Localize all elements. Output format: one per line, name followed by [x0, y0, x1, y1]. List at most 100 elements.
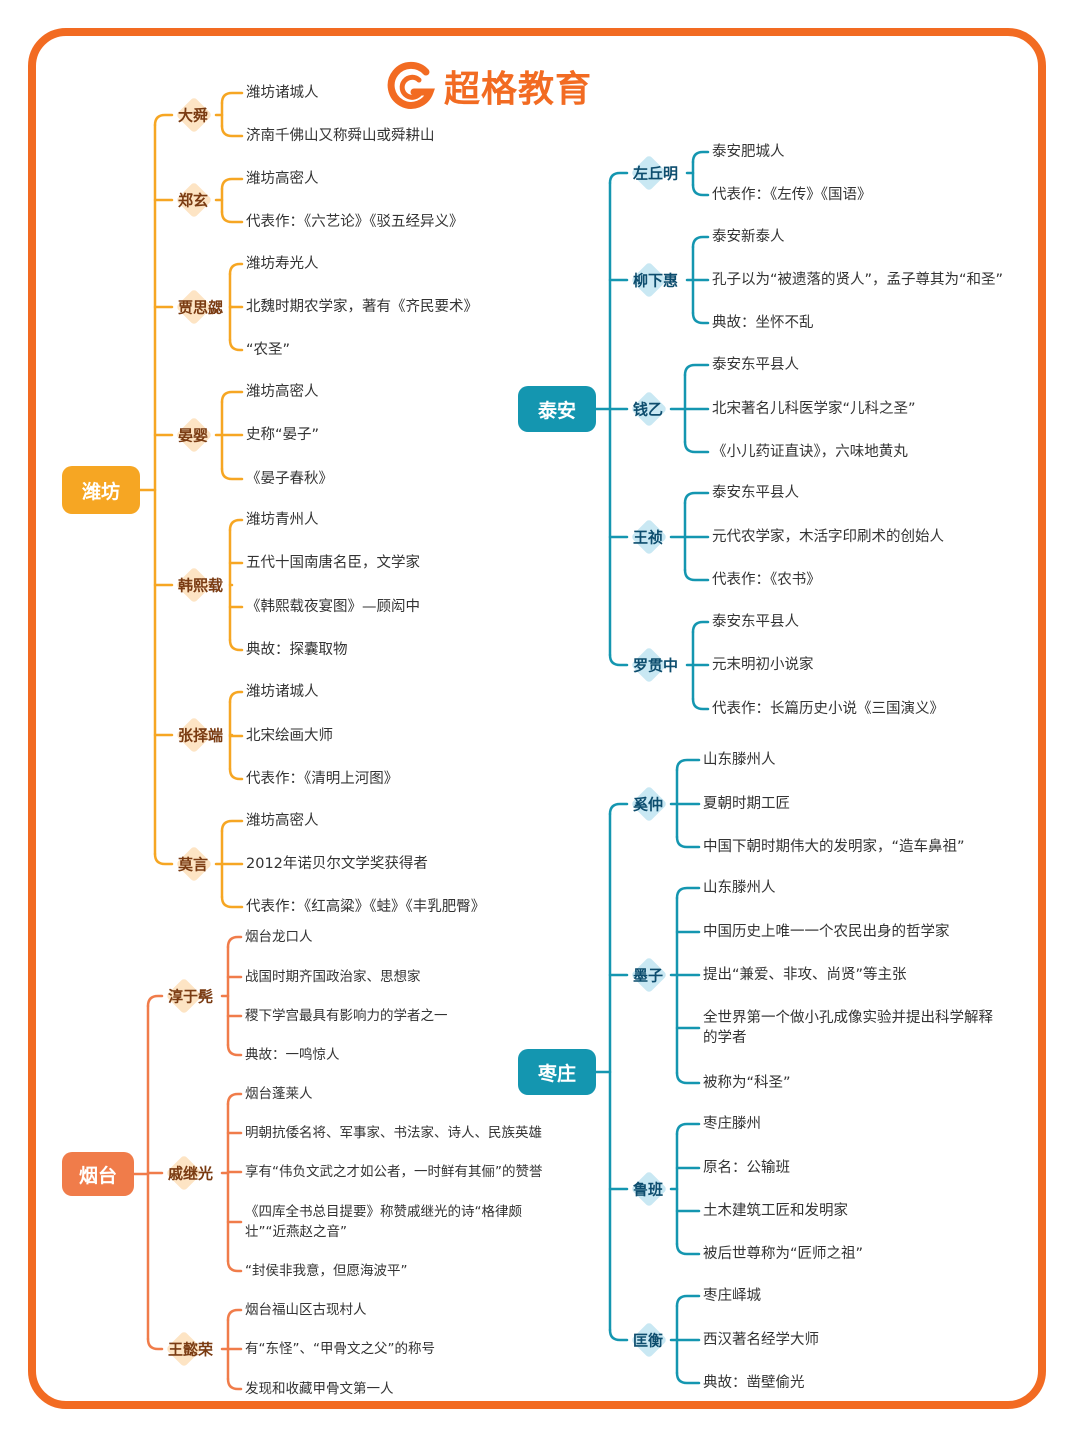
- fact-connector: [220, 177, 244, 191]
- fact-item: “农圣”: [246, 342, 291, 358]
- branch-taian: [608, 653, 629, 667]
- branch-yantai: [146, 1337, 164, 1351]
- branch-taian: [608, 171, 629, 185]
- fact-connector: [228, 690, 244, 704]
- person-node-zaozhuang-2: 鲁班: [633, 1180, 664, 1199]
- fact-item: 北宋著名儿科医学家“儿科之圣”: [712, 401, 916, 417]
- root-node-taian: 泰安: [518, 386, 596, 432]
- fact-item: 枣庄峄城: [703, 1288, 761, 1304]
- fact-item: 烟台福山区古现村人: [245, 1302, 367, 1318]
- person-node-zaozhuang-3: 匡衡: [633, 1331, 664, 1350]
- fact-item: 潍坊高密人: [246, 813, 319, 829]
- fact-connector: [226, 1092, 243, 1106]
- brand-logo-icon: [387, 61, 435, 109]
- fact-connector: [683, 568, 710, 582]
- fact-connector: [691, 150, 710, 164]
- fact-connector: [675, 758, 701, 772]
- person-node-weifang-0: 大舜: [178, 106, 209, 125]
- fact-connector: [220, 819, 244, 833]
- fact-item: 代表作：《农书》: [712, 572, 821, 588]
- fact-item: 代表作：长篇历史小说《三国演义》: [712, 701, 944, 717]
- fact-connector: [691, 311, 710, 325]
- branch-zaozhuang: [608, 802, 629, 816]
- person-node-weifang-2: 贾思勰: [178, 298, 224, 317]
- fact-item: 原名：公输班: [703, 1160, 790, 1176]
- fact-connector: [675, 1122, 701, 1136]
- branch-weifang: [153, 113, 174, 127]
- fact-item: 战国时期齐国政治家、思想家: [245, 969, 421, 985]
- person-node-taian-0: 左丘明: [633, 164, 679, 183]
- fact-connector: [691, 235, 710, 249]
- fact-item: 《晏子春秋》: [246, 471, 333, 487]
- fact-item: 北宋绘画大师: [246, 728, 333, 744]
- person-node-taian-4: 罗贯中: [633, 656, 679, 675]
- fact-item: 代表作：《左传》《国语》: [712, 187, 872, 203]
- fact-item: 被称为“科圣”: [703, 1075, 791, 1091]
- person-node-taian-2: 钱乙: [633, 400, 664, 419]
- fact-connector: [228, 767, 244, 781]
- fact-connector: [220, 467, 244, 481]
- fact-item: 有“东怪”、“甲骨文之父”的称号: [245, 1341, 435, 1357]
- root-node-weifang: 潍坊: [62, 466, 140, 514]
- fact-item: 泰安东平县人: [712, 614, 799, 630]
- fact-connector: [228, 518, 244, 532]
- person-node-weifang-5: 张择端: [178, 726, 224, 745]
- fact-item: 泰安东平县人: [712, 357, 799, 373]
- fact-item: 全世界第一个做小孔成像实验并提出科学解释的学者: [703, 1010, 993, 1046]
- fact-item: 中国历史上唯一一个农民出身的哲学家: [703, 924, 950, 940]
- fact-connector: [220, 210, 244, 224]
- fact-item: 山东滕州人: [703, 752, 776, 768]
- fact-item: 典故：坐怀不乱: [712, 315, 814, 331]
- fact-connector: [220, 895, 244, 909]
- fact-item: 枣庄滕州: [703, 1116, 761, 1132]
- fact-connector: [675, 835, 701, 849]
- fact-connector: [683, 491, 710, 505]
- fact-item: 典故：一鸣惊人: [245, 1047, 340, 1063]
- fact-item: 济南千佛山又称舜山或舜耕山: [246, 128, 435, 144]
- fact-item: 典故：凿壁偷光: [703, 1375, 805, 1391]
- fact-connector: [683, 363, 710, 377]
- fact-item: 提出“兼爱、非攻、尚贤”等主张: [703, 967, 907, 983]
- person-node-weifang-4: 韩熙载: [178, 576, 224, 595]
- fact-connector: [226, 935, 243, 949]
- fact-item: 泰安新泰人: [712, 229, 785, 245]
- fact-connector: [675, 1294, 701, 1308]
- brand-name: 超格教育: [444, 69, 593, 110]
- fact-item: “封侯非我意，但愿海波平”: [245, 1263, 408, 1279]
- fact-connector: [220, 91, 244, 105]
- fact-connector: [675, 1371, 701, 1385]
- fact-item: 史称“晏子”: [246, 427, 320, 443]
- person-node-weifang-6: 莫言: [178, 855, 209, 874]
- fact-connector: [691, 697, 710, 711]
- fact-item: 《四库全书总目提要》称赞戚继光的诗“格律颇壮”“近燕赵之音”: [245, 1204, 522, 1240]
- person-node-weifang-3: 晏婴: [178, 426, 209, 445]
- fact-item: 山东滕州人: [703, 880, 776, 896]
- fact-item: 代表作：《六艺论》《驳五经异义》: [246, 214, 464, 230]
- person-node-zaozhuang-0: 奚仲: [633, 795, 664, 814]
- fact-item: 明朝抗倭名将、军事家、书法家、诗人、民族英雄: [245, 1125, 542, 1141]
- fact-item: 《小儿药证直诀》，六味地黄丸: [712, 444, 908, 460]
- fact-item: 元代农学家，木活字印刷术的创始人: [712, 529, 944, 545]
- fact-item: 五代十国南唐名臣，文学家: [246, 555, 420, 571]
- person-node-weifang-1: 郑玄: [178, 191, 209, 210]
- brand-logo: 超格教育: [386, 60, 592, 112]
- fact-connector: [675, 886, 701, 900]
- page-frame: [28, 28, 1046, 1409]
- fact-item: 稷下学宫最具有影响力的学者之一: [245, 1008, 448, 1024]
- fact-connector: [675, 1242, 701, 1256]
- fact-item: 被后世尊称为“匠师之祖”: [703, 1246, 864, 1262]
- fact-item: 土木建筑工匠和发明家: [703, 1203, 848, 1219]
- fact-item: 烟台龙口人: [245, 929, 313, 945]
- fact-item: 泰安东平县人: [712, 485, 799, 501]
- fact-item: 代表作：《红高粱》《蛙》《丰乳肥臀》: [246, 899, 486, 915]
- fact-item: 代表作：《清明上河图》: [246, 771, 399, 787]
- branch-yantai: [146, 994, 164, 1008]
- person-node-taian-3: 王祯: [633, 528, 664, 547]
- fact-item: 潍坊寿光人: [246, 256, 319, 272]
- fact-connector: [675, 1071, 701, 1085]
- branch-zaozhuang: [608, 1328, 629, 1342]
- fact-item: 孔子以为“被遗落的贤人”，孟子尊其为“和圣”: [712, 272, 1004, 288]
- person-node-yantai-1: 戚继光: [168, 1164, 214, 1183]
- root-node-zaozhuang: 枣庄: [518, 1049, 596, 1095]
